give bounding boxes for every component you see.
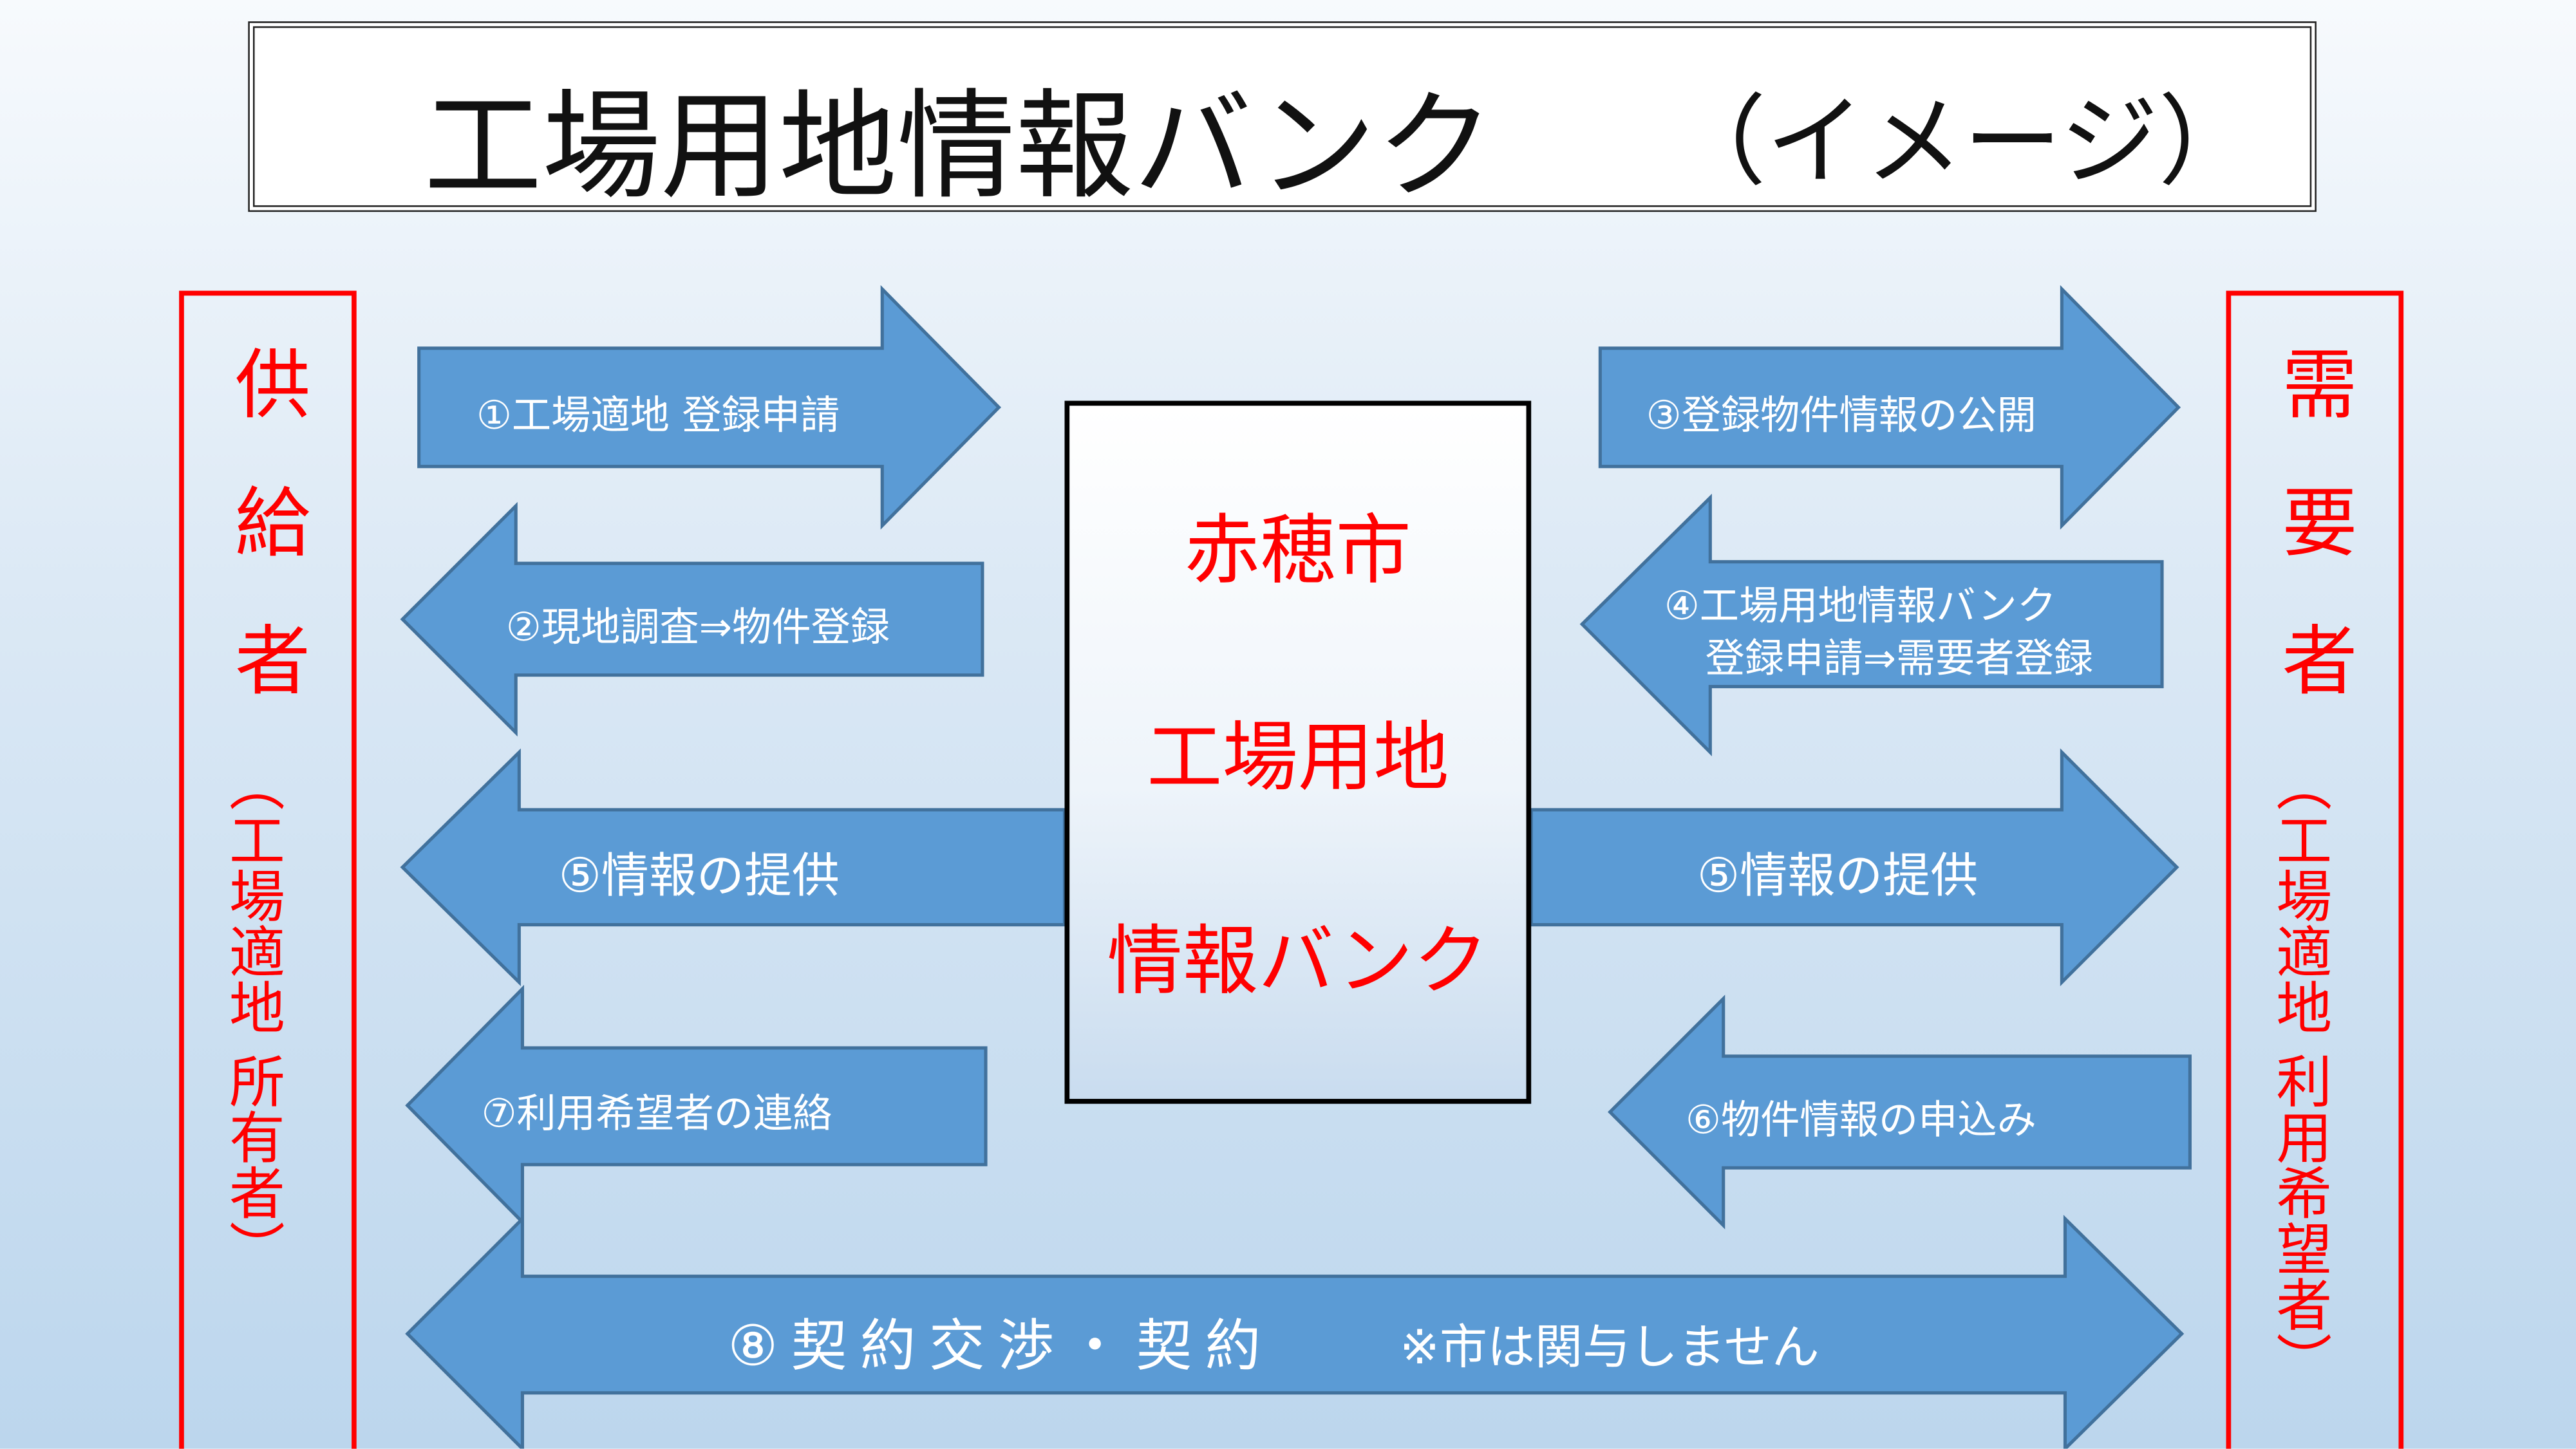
page-subtitle: （イメージ） (1667, 85, 2257, 201)
arrow-8-label: ⑧契約交渉・契約 (728, 1314, 1274, 1380)
arrow-4-left (1579, 494, 2164, 756)
arrow-6-left (1608, 995, 2192, 1229)
supplier-box (179, 290, 357, 1449)
supplier-sublabel: （工場適地 所有者） (218, 755, 285, 1276)
arrow-3-label: ③登録物件情報の公開 (1646, 392, 2036, 439)
title-box (248, 21, 2317, 212)
arrow-3-right (1598, 285, 2181, 530)
arrow-5-left (400, 748, 1067, 987)
arrow-8-note: ※市は関与しません (1400, 1319, 1819, 1375)
demander-label: 需要者 (2270, 344, 2360, 759)
center-line-1: 赤穂市 (1184, 505, 1411, 595)
arrow-2-left (400, 501, 984, 737)
arrow-1-label: ①工場適地 登録申請 (476, 392, 840, 439)
demander-box (2226, 290, 2404, 1449)
center-line-2: 工場用地 (1147, 713, 1449, 802)
arrow-4-label-line2: 登録申請⇒需要者登録 (1705, 635, 2094, 682)
arrow-7-left (405, 984, 988, 1226)
arrow-5-right (1529, 748, 2179, 987)
demander-sublabel: （工場適地 利用希望者） (2265, 755, 2331, 1388)
arrow-2-label: ②現地調査⇒物件登録 (505, 604, 890, 651)
arrow-1-right (417, 285, 1002, 530)
supplier-label: 供給者 (223, 344, 312, 759)
arrow-5-left-label: ⑤情報の提供 (558, 847, 840, 904)
arrow-7-label: ⑦利用希望者の連絡 (481, 1090, 832, 1137)
page-title: 工場用地情報バンク (424, 77, 1495, 216)
arrow-8-double (405, 1215, 2185, 1449)
center-line-3: 情報バンク (1107, 916, 1489, 1005)
arrow-4-label-line1: ④工場用地情報バンク (1664, 583, 2057, 630)
center-bank-box: 赤穂市 工場用地 情報バンク (1064, 400, 1532, 1104)
arrow-5-right-label: ⑤情報の提供 (1697, 847, 1979, 904)
arrow-6-label: ⑥物件情報の申込み (1686, 1097, 2036, 1143)
